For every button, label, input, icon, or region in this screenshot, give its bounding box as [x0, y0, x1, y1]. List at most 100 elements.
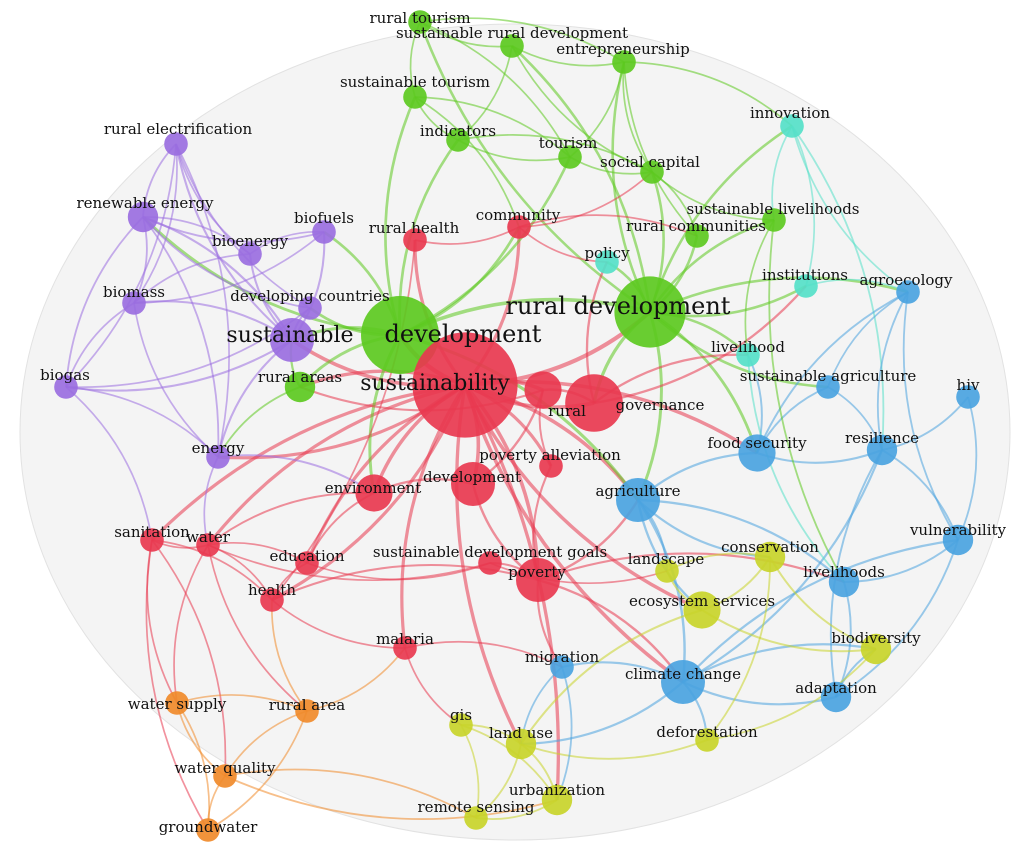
edge-poverty-livelihoods	[537, 552, 845, 584]
node-remote-sensing[interactable]	[464, 806, 488, 830]
edge-entrepreneurship-social-capital	[622, 61, 653, 173]
node-rural-health[interactable]	[403, 228, 427, 252]
node-rural[interactable]	[524, 371, 562, 409]
node-renewable-energy[interactable]	[127, 201, 159, 233]
edge-climate-change-agriculture	[636, 499, 686, 683]
label-rural-development: rural development	[506, 292, 731, 320]
node-resilience[interactable]	[866, 434, 898, 466]
node-policy[interactable]	[595, 250, 619, 274]
label-social-capital: social capital	[600, 153, 700, 171]
node-water-supply[interactable]	[165, 691, 189, 715]
node-sustainable-rural-development[interactable]	[500, 34, 524, 58]
node-water-quality[interactable]	[213, 764, 237, 788]
node-tourism[interactable]	[558, 145, 582, 169]
node-biogas[interactable]	[54, 375, 78, 399]
edge-land-use-deforestation	[520, 739, 708, 760]
edge-indicators-tourism	[457, 139, 571, 162]
node-bioenergy[interactable]	[238, 242, 262, 266]
label-sustainable-agriculture: sustainable agriculture	[740, 367, 917, 385]
node-rural-tourism[interactable]	[408, 10, 432, 34]
label-livelihood: livelihood	[711, 338, 785, 356]
node-health[interactable]	[260, 588, 284, 612]
node-sustainable-development-goals[interactable]	[478, 551, 502, 575]
label-rural: rural	[548, 402, 586, 420]
node-deforestation[interactable]	[695, 728, 719, 752]
node-development2[interactable]	[451, 462, 495, 506]
node-energy[interactable]	[206, 445, 230, 469]
edge-water-quality-remote-sensing	[224, 768, 477, 819]
label-institutions: institutions	[762, 266, 848, 284]
node-rural-area[interactable]	[295, 699, 319, 723]
node-malaria[interactable]	[393, 636, 417, 660]
node-biodiversity[interactable]	[860, 633, 892, 665]
label-sustainable-livelihoods: sustainable livelihoods	[686, 200, 859, 218]
node-sanitation[interactable]	[140, 528, 164, 552]
network-background	[19, 23, 1011, 841]
node-water[interactable]	[196, 533, 220, 557]
label-food-security: food security	[707, 434, 807, 452]
edge-poverty-climate-change	[537, 578, 685, 683]
edge-sanitation-groundwater	[145, 539, 209, 831]
node-poverty-alleviation[interactable]	[539, 454, 563, 478]
edge-water-supply-rural-area	[176, 694, 308, 712]
node-vulnerability[interactable]	[942, 524, 974, 556]
label-gis: gis	[450, 706, 472, 724]
node-rural-electrification[interactable]	[164, 132, 188, 156]
edge-sanitation-health	[151, 539, 273, 601]
node-agriculture[interactable]	[616, 478, 660, 522]
node-institutions[interactable]	[794, 274, 818, 298]
node-rural-communities[interactable]	[685, 224, 709, 248]
node-sustainable-livelihoods[interactable]	[762, 208, 786, 232]
node-conservation[interactable]	[754, 541, 786, 573]
label-biogas: biogas	[40, 366, 90, 384]
node-urbanization[interactable]	[541, 784, 573, 816]
node-innovation[interactable]	[780, 114, 804, 138]
node-migration[interactable]	[550, 655, 574, 679]
node-landscape[interactable]	[655, 559, 679, 583]
node-agroecology[interactable]	[896, 280, 920, 304]
node-sustainable[interactable]	[270, 318, 314, 362]
node-livelihoods[interactable]	[828, 566, 860, 598]
node-ecosystem-services[interactable]	[683, 591, 721, 629]
node-biomass[interactable]	[122, 291, 146, 315]
node-sustainable-agriculture[interactable]	[816, 375, 840, 399]
node-community[interactable]	[507, 215, 531, 239]
node-sustainability[interactable]	[412, 332, 518, 438]
edge-sustainable-tourism-community	[414, 96, 520, 228]
node-development[interactable]	[361, 296, 439, 374]
node-livelihood[interactable]	[736, 343, 760, 367]
node-sustainable-tourism[interactable]	[403, 85, 427, 109]
edge-sanitation-water-quality	[151, 539, 227, 777]
label-rural-communities: rural communities	[626, 217, 766, 235]
edge-sustainable-livelihoods-livelihood	[744, 219, 775, 356]
edge-energy-environment	[217, 454, 375, 494]
node-adaptation[interactable]	[820, 681, 852, 713]
label-agroecology: agroecology	[860, 271, 953, 289]
node-land-use[interactable]	[505, 728, 537, 760]
node-poverty[interactable]	[516, 558, 560, 602]
node-governance[interactable]	[565, 374, 623, 432]
node-climate-change[interactable]	[661, 660, 705, 704]
label-education: education	[270, 547, 345, 565]
node-gis[interactable]	[449, 713, 473, 737]
label-resilience: resilience	[845, 429, 919, 447]
node-entrepreneurship[interactable]	[612, 50, 636, 74]
node-environment[interactable]	[355, 474, 393, 512]
node-groundwater[interactable]	[196, 818, 220, 842]
node-rural-areas[interactable]	[284, 371, 316, 403]
node-indicators[interactable]	[446, 128, 470, 152]
edge-food-security-agroecology	[756, 291, 909, 454]
edge-water-water-supply	[173, 544, 209, 704]
edge-ecosystem-services-land-use	[520, 609, 703, 745]
node-developing-countries[interactable]	[298, 296, 322, 320]
node-rural-development[interactable]	[614, 276, 686, 348]
node-hiv[interactable]	[956, 385, 980, 409]
node-food-security[interactable]	[738, 434, 776, 472]
node-education[interactable]	[295, 551, 319, 575]
label-developing-countries: developing countries	[230, 287, 389, 305]
edge-conservation-deforestation	[706, 556, 771, 741]
label-rural-health: rural health	[369, 219, 460, 237]
node-biofuels[interactable]	[312, 220, 336, 244]
edge-biogas-sanitation	[65, 386, 153, 541]
node-social-capital[interactable]	[640, 160, 664, 184]
